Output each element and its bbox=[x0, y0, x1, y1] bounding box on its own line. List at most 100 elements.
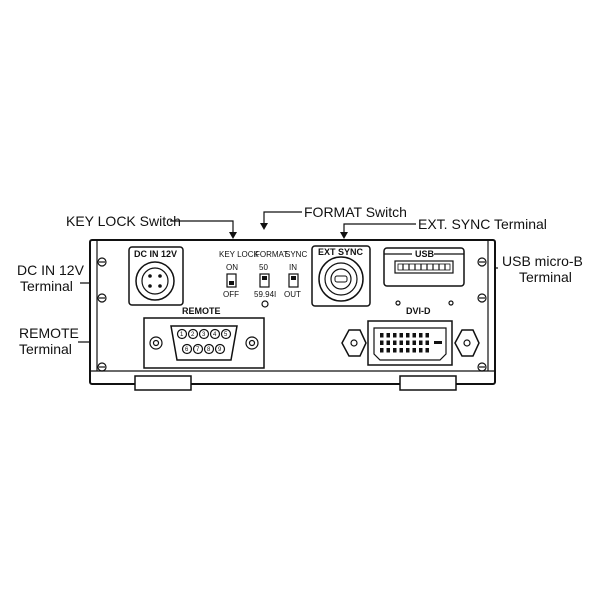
dsub-pin-icon bbox=[214, 343, 226, 355]
dsub-pin-number: 7 bbox=[196, 347, 200, 353]
screw-icon bbox=[477, 293, 487, 303]
dvi-pin-icon bbox=[399, 333, 403, 338]
dvi-pin-icon bbox=[419, 340, 423, 345]
dc-in-connector[interactable]: DC IN 12V bbox=[128, 246, 184, 306]
dvi-pin-icon bbox=[380, 348, 384, 353]
remote-dsub-shell bbox=[170, 325, 238, 361]
format-50-label: 50 bbox=[259, 263, 268, 272]
sync-label: SYNC bbox=[285, 250, 307, 259]
dc-pin-icon bbox=[148, 274, 152, 278]
callout-remote-line2: Terminal bbox=[19, 341, 72, 357]
dvi-connector[interactable]: DVI-D bbox=[341, 306, 480, 366]
screw-icon bbox=[477, 362, 487, 372]
format-5994-label: 59.94I bbox=[254, 290, 276, 299]
dsub-pin-number: 6 bbox=[185, 347, 189, 353]
dvi-pin-icon bbox=[393, 340, 397, 345]
key-lock-label: KEY LOCK bbox=[219, 250, 260, 259]
callout-key-lock-switch: KEY LOCK Switch bbox=[66, 213, 181, 229]
dvi-pin-icon bbox=[380, 340, 384, 345]
leader-ext-sync bbox=[343, 223, 416, 233]
ext-sync-label: EXT SYNC bbox=[318, 247, 364, 257]
dvi-pin-icon bbox=[412, 333, 416, 338]
usb-label: USB bbox=[415, 249, 435, 259]
sync-switch[interactable] bbox=[288, 273, 299, 288]
format-label: FORMAT bbox=[255, 250, 288, 259]
chassis-screws bbox=[97, 257, 487, 372]
dc-pin-icon bbox=[148, 284, 152, 288]
dvi-pin-icon bbox=[412, 348, 416, 353]
callout-remote-line1: REMOTE bbox=[19, 325, 79, 341]
dc-pin-icon bbox=[158, 274, 162, 278]
key-lock-on-label: ON bbox=[226, 263, 238, 272]
dvi-pin-icon bbox=[419, 348, 423, 353]
screw-icon bbox=[477, 257, 487, 267]
remote-screw-right-icon bbox=[245, 336, 259, 350]
dvi-pin-icon bbox=[419, 333, 423, 338]
dsub-pin-number: 2 bbox=[191, 332, 195, 338]
key-lock-switch[interactable] bbox=[226, 273, 237, 288]
arrow-format bbox=[260, 223, 268, 230]
callout-format-switch: FORMAT Switch bbox=[304, 204, 407, 220]
remote-connector[interactable]: REMOTE 1 2 3 4 5 6 7 8 9 bbox=[143, 306, 265, 369]
dvi-pin-icon bbox=[425, 333, 429, 338]
dsub-pin-icon bbox=[209, 328, 221, 340]
callout-dc-in-line1: DC IN 12V bbox=[17, 262, 85, 278]
arrow-ext-sync bbox=[340, 232, 348, 239]
dsub-pin-number: 5 bbox=[224, 332, 228, 338]
key-lock-off-label: OFF bbox=[223, 290, 239, 299]
dvi-nut-left-icon bbox=[341, 329, 367, 357]
remote-pins: 1 2 3 4 5 6 7 8 9 bbox=[176, 328, 232, 355]
dvi-pin-icon bbox=[399, 348, 403, 353]
dvi-pin-icon bbox=[399, 340, 403, 345]
bnc-pin-icon bbox=[334, 275, 348, 283]
dvi-pin-icon bbox=[386, 348, 390, 353]
leader-format bbox=[263, 211, 302, 224]
dsub-pin-number: 3 bbox=[202, 332, 206, 338]
switch-block: KEY LOCK FORMAT SYNC ON OFF 50 59.94I IN… bbox=[219, 250, 307, 308]
dsub-pin-icon bbox=[220, 328, 232, 340]
format-switch[interactable] bbox=[259, 273, 270, 288]
dsub-pin-icon bbox=[198, 328, 210, 340]
callout-usb-line1: USB micro-B bbox=[502, 253, 583, 269]
leader-key-lock bbox=[170, 220, 234, 233]
dvi-label: DVI-D bbox=[406, 306, 431, 316]
key-lock-switch-knob bbox=[229, 281, 234, 285]
dsub-pin-icon bbox=[192, 343, 204, 355]
dvi-pin-icon bbox=[406, 348, 410, 353]
usb-port-ridges bbox=[402, 264, 446, 270]
callout-ext-sync-terminal: EXT. SYNC Terminal bbox=[418, 216, 547, 232]
dsub-pin-number: 1 bbox=[180, 332, 184, 338]
dsub-pin-icon bbox=[181, 343, 193, 355]
usb-port-tongue bbox=[397, 263, 451, 271]
dvi-pin-icon bbox=[425, 348, 429, 353]
dvi-pin-icon bbox=[406, 333, 410, 338]
usb-connector[interactable]: USB bbox=[383, 247, 465, 306]
dc-in-label: DC IN 12V bbox=[134, 249, 177, 259]
screw-icon bbox=[97, 362, 107, 372]
usb-led-left-icon bbox=[395, 300, 401, 306]
dsub-pin-icon bbox=[203, 343, 215, 355]
dsub-pin-number: 8 bbox=[207, 347, 211, 353]
remote-label: REMOTE bbox=[182, 306, 221, 316]
dvi-pin-icon bbox=[393, 348, 397, 353]
dsub-pin-icon bbox=[176, 328, 188, 340]
dvi-pin-icon bbox=[386, 333, 390, 338]
remote-screw-left-icon bbox=[149, 336, 163, 350]
dvi-pin-icon bbox=[393, 333, 397, 338]
dvi-pin-icon bbox=[406, 340, 410, 345]
arrow-key-lock bbox=[229, 232, 237, 239]
dvi-ground-blade-icon bbox=[434, 341, 442, 344]
screw-icon bbox=[97, 293, 107, 303]
dvi-pin-icon bbox=[425, 340, 429, 345]
ext-sync-connector[interactable]: EXT SYNC bbox=[311, 245, 371, 307]
dvi-pin-icon bbox=[380, 333, 384, 338]
dvi-pin-icon bbox=[386, 340, 390, 345]
sync-switch-knob bbox=[291, 276, 296, 280]
dvi-nut-right-icon bbox=[454, 329, 480, 357]
dc-pin-icon bbox=[158, 284, 162, 288]
dsub-pin-icon bbox=[187, 328, 199, 340]
foot-right bbox=[399, 375, 457, 391]
format-switch-knob bbox=[262, 276, 267, 280]
screw-icon bbox=[97, 257, 107, 267]
